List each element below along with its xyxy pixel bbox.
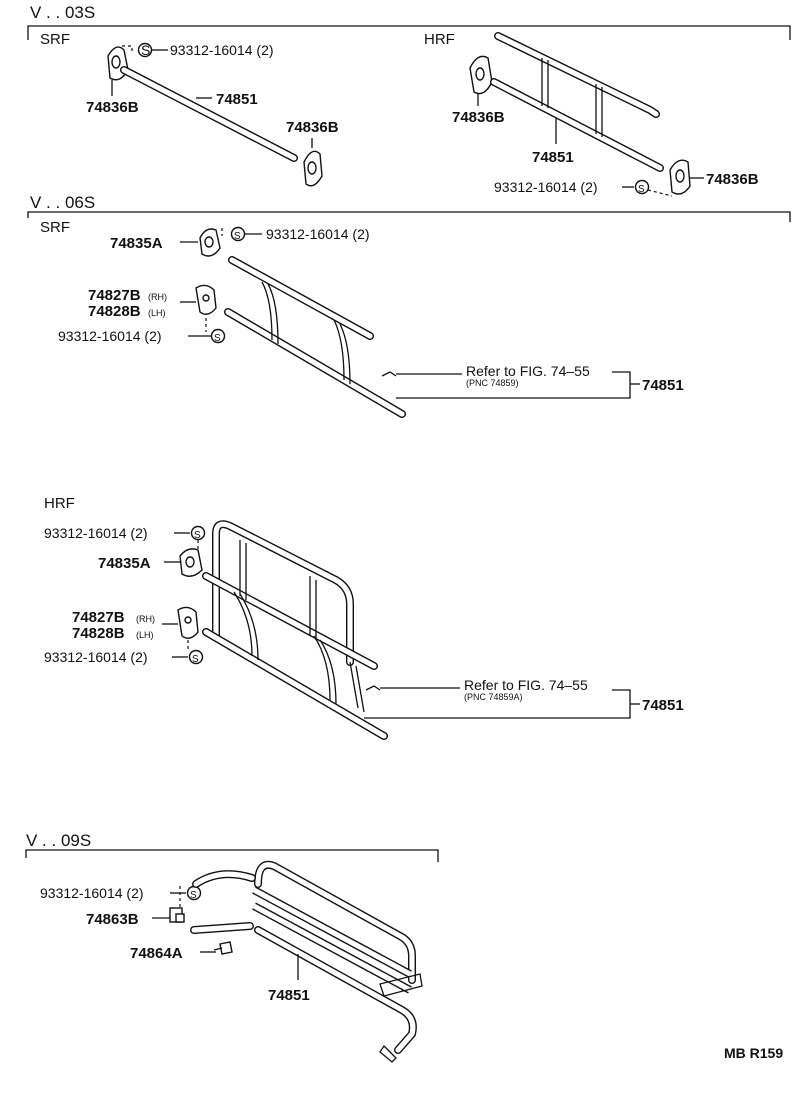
ref-text-v06s-hrf: Refer to FIG. 74–55 [464,677,588,693]
label-74863b-v09s: 74863B [86,911,139,928]
section-bracket-v03s [27,25,791,40]
bracket-74863b-icon [169,907,185,923]
label-74851-v03s-hrf: 74851 [532,149,574,166]
ref-pnc-v06s-srf: (PNC 74859) [466,378,519,388]
label-bolt-v06s-srf-bottom: 93312-16014 (2) [58,328,162,344]
bracket-74836b-icon [469,55,493,95]
s-symbol-icon [190,525,206,541]
s-symbol-text: S [190,890,197,901]
label-74836b-v03s-hrf-left: 74836B [452,109,505,126]
label-74851-v06s-hrf: 74851 [642,697,684,714]
label-bolt-v03s-srf: 93312-16014 (2) [170,42,274,58]
bracket-74836b-icon [669,159,691,195]
s-symbol-icon [230,226,246,242]
s-symbol-text: S [141,42,150,58]
bracket-74836b-icon [303,150,323,187]
ref-pnc-v06s-hrf: (PNC 74859A) [464,692,523,702]
bolt-74864a-icon [213,941,233,955]
label-74828b-v06s-srf: 74828B [88,303,141,320]
section-v03s: V . . 03S SRF HRF S 93312-16014 (2) 7483… [27,3,791,197]
s-symbol-text: S [194,530,201,541]
label-74828b-v06s-hrf: 74828B [72,625,125,642]
subtitle-v03s-srf: SRF [40,31,70,48]
section-title-v09s: V . . 09S [26,831,91,850]
ref-text-v06s-srf: Refer to FIG. 74–55 [466,363,590,379]
label-74827b-v06s-srf: 74827B [88,287,141,304]
label-lh-v06s-srf: (LH) [148,308,166,318]
label-bolt-v06s-hrf-top: 93312-16014 (2) [44,525,148,541]
label-74836b-v03s-hrf-right: 74836B [706,171,759,188]
hinge-74827b-icon [195,284,217,315]
s-symbol-icon [210,328,226,344]
section-title-v06s: V . . 06S [30,193,95,212]
s-symbol-icon [634,179,650,195]
label-74836b-v03s-srf-bottom: 74836B [286,119,339,136]
s-symbol-icon [188,649,204,665]
diagram-code: MB R159 [724,1045,783,1061]
s-symbol-text: S [638,184,645,195]
bracket-74835a-icon [179,548,203,577]
guard-bar-v03s-srf [120,66,298,162]
bracket-74835a-icon [199,228,221,257]
hinge-74827b-icon [177,606,199,639]
s-symbol-icon [137,42,153,58]
label-bolt-v06s-srf-top: 93312-16014 (2) [266,226,370,242]
section-bracket-v06s [27,211,791,222]
section-v09s: V . . 09S 93312-16014 (2) S 74863B 74864… [25,831,439,1063]
label-74835a-v06s-srf: 74835A [110,235,163,252]
label-74835a-v06s-hrf: 74835A [98,555,151,572]
guard-frame-v03s-hrf [490,32,664,172]
label-lh-v06s-hrf: (LH) [136,630,154,640]
label-rh-v06s-srf: (RH) [148,292,167,302]
label-bolt-v06s-hrf-bottom: 93312-16014 (2) [44,649,148,665]
label-74864a-v09s: 74864A [130,945,183,962]
section-title-v03s: V . . 03S [30,3,95,22]
label-74851-v09s: 74851 [268,987,310,1004]
subtitle-v06s-srf: SRF [40,219,70,236]
subtitle-v03s-hrf: HRF [424,31,455,48]
label-rh-v06s-hrf: (RH) [136,614,155,624]
label-74827b-v06s-hrf: 74827B [72,609,125,626]
label-74851-v06s-srf: 74851 [642,377,684,394]
guard-frame-v06s-srf [224,256,406,418]
section-bracket-v09s [25,849,439,862]
section-v06s: V . . 06S SRF 74835A S 93312-16014 (2) 7… [27,193,791,740]
s-symbol-text: S [234,231,241,242]
s-symbol-text: S [192,654,199,665]
subtitle-v06s-hrf: HRF [44,495,75,512]
guard-frame-v09s [190,860,423,1063]
guard-frame-v06s-hrf [202,520,388,740]
s-symbol-text: S [214,333,221,344]
label-74836b-v03s-srf-top: 74836B [86,99,139,116]
label-bolt-v09s: 93312-16014 (2) [40,885,144,901]
label-74851-v03s-srf: 74851 [216,91,258,108]
label-bolt-v03s-hrf: 93312-16014 (2) [494,179,598,195]
